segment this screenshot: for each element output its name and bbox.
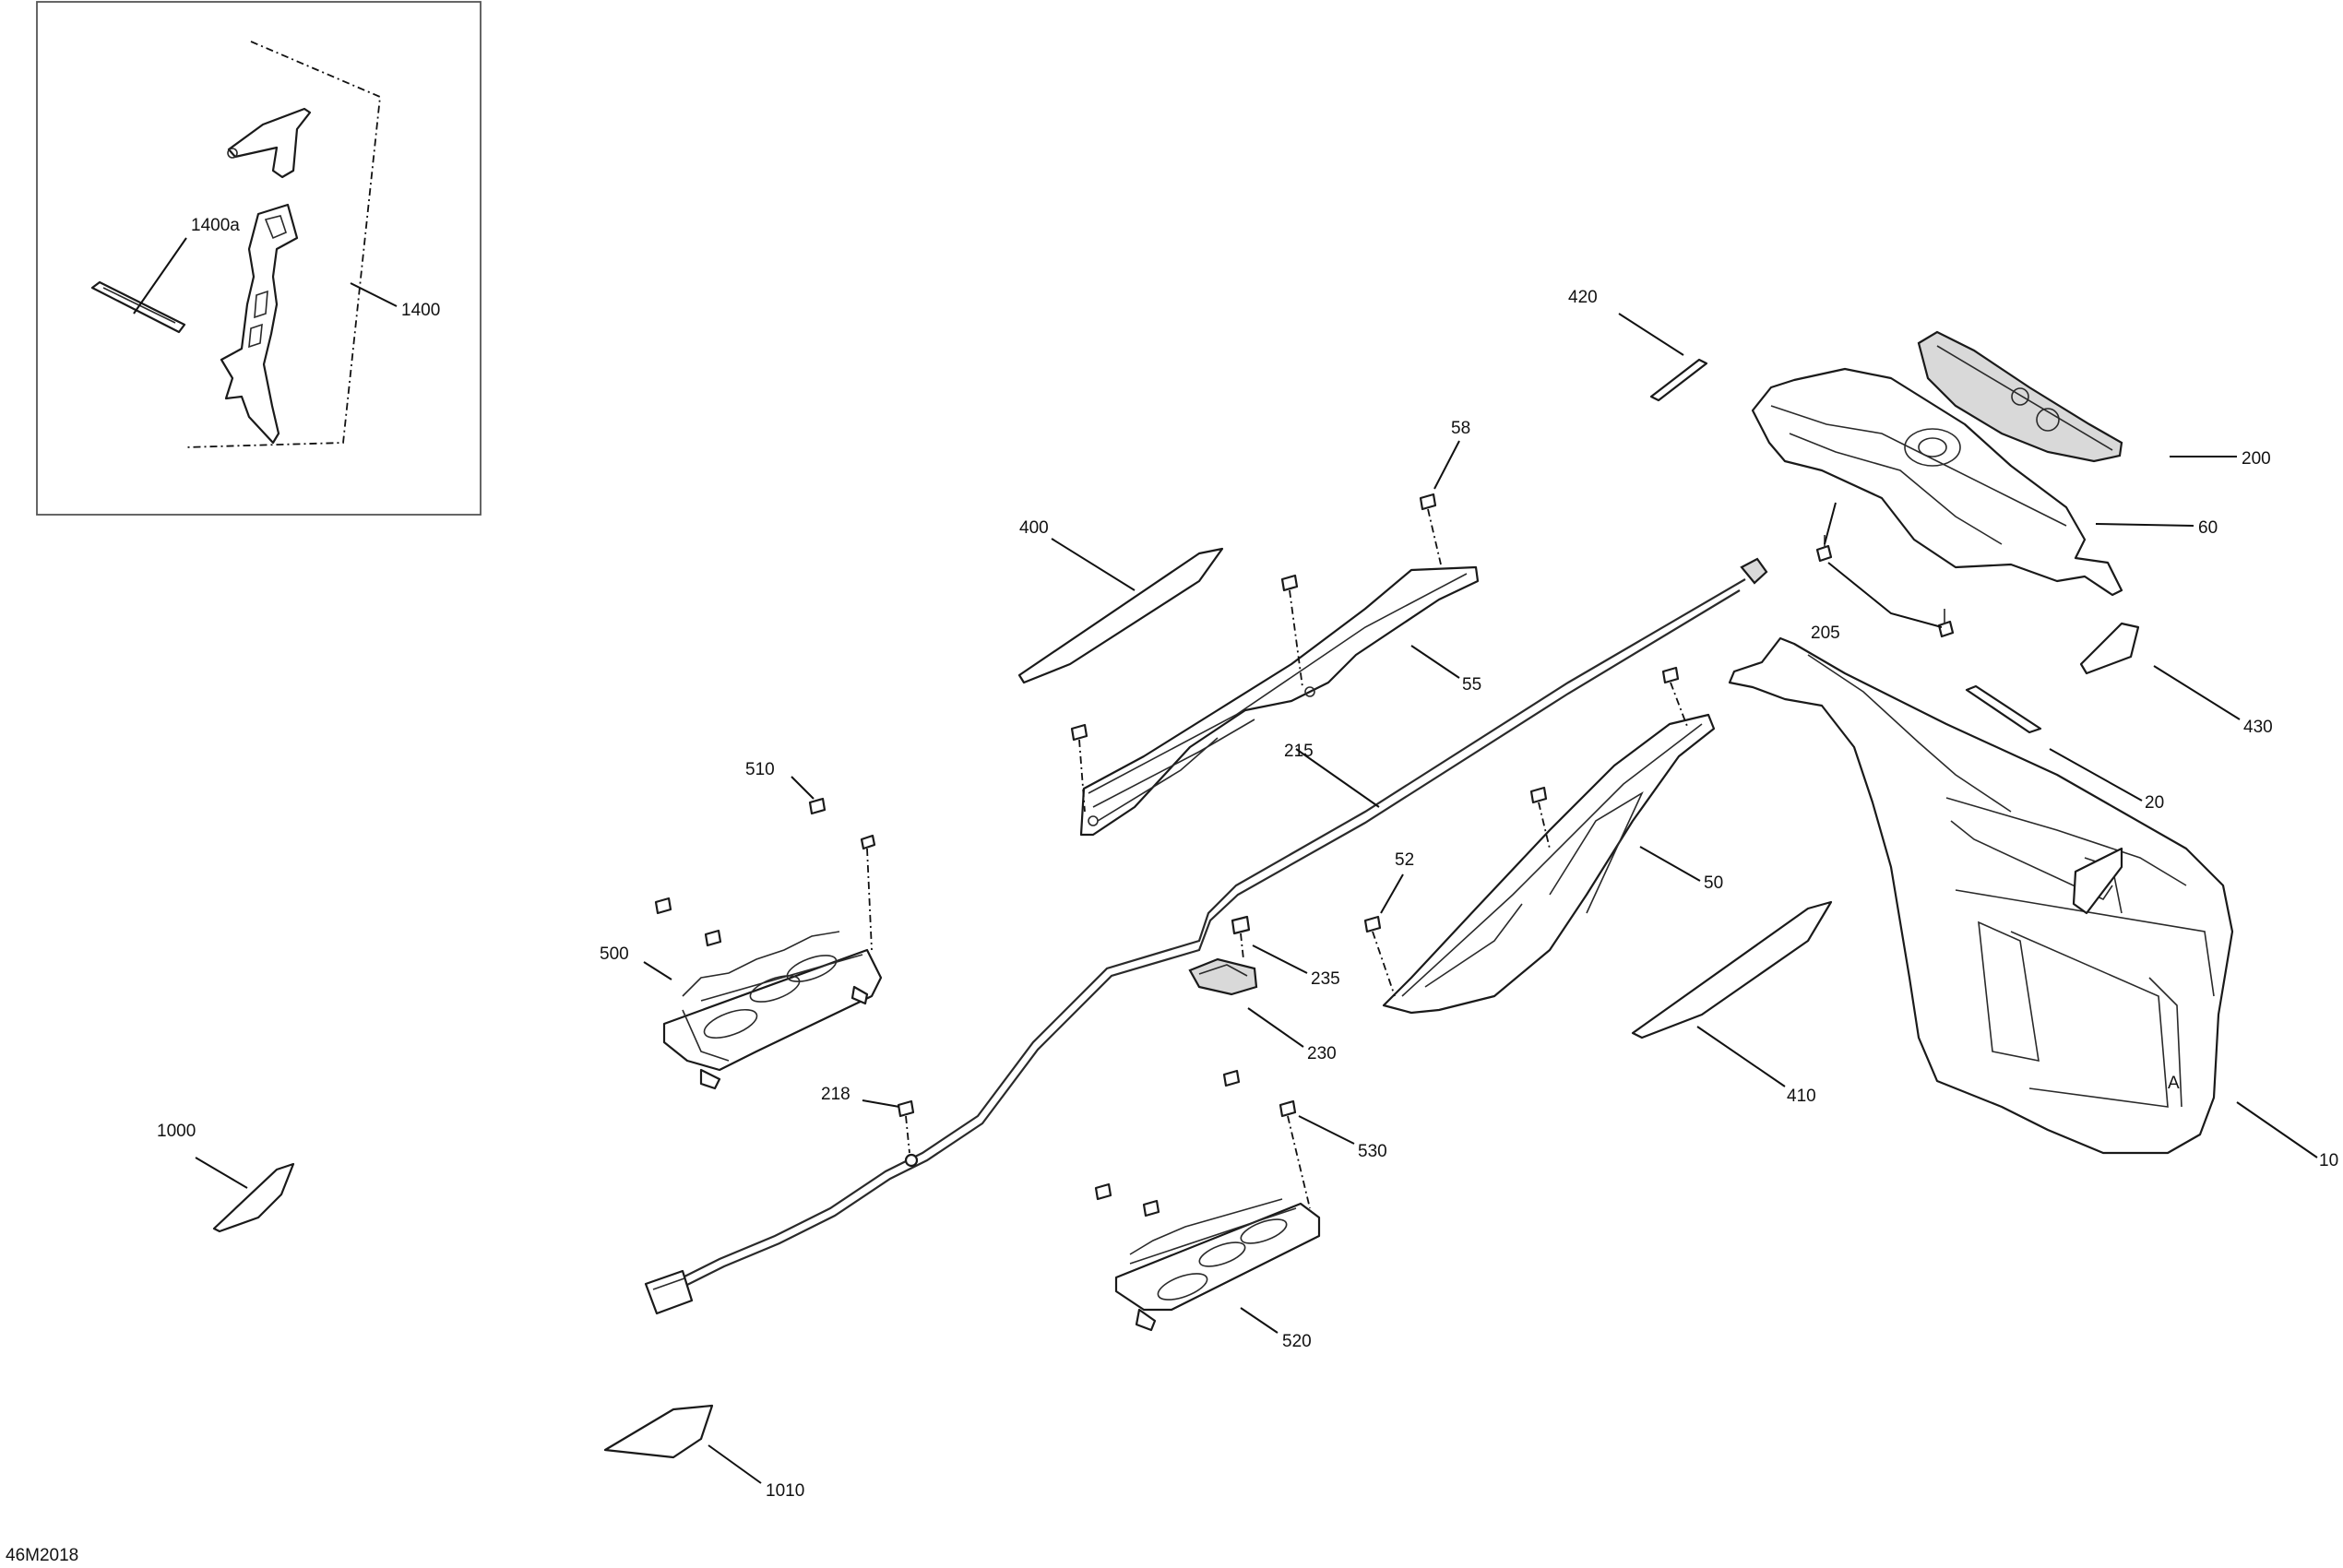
- callout-520: 520: [1282, 1332, 1312, 1351]
- callout-235: 235: [1311, 969, 1340, 989]
- callout-1400: 1400: [401, 301, 440, 320]
- callout-1010: 1010: [766, 1481, 804, 1501]
- decal-part-410: 410: [1631, 900, 1833, 1106]
- callout-1000: 1000: [157, 1122, 196, 1141]
- clip-parts-52: 52: [1363, 666, 1689, 997]
- decal-part-1000: 1000: [157, 1122, 295, 1233]
- screw-part-218: 218: [821, 1085, 915, 1154]
- callout-52: 52: [1395, 850, 1414, 870]
- side-panel-part-50: 50: [1382, 713, 1723, 1015]
- rear-body-panel-part-10: A 10: [1728, 636, 2338, 1170]
- footrest-part-520: 520: [1114, 1198, 1321, 1351]
- decal-part-400: 400: [1017, 518, 1224, 684]
- tool-kit-inset: 1400a 1400: [36, 1, 482, 516]
- gauge-housing-part-60: 60: [1751, 367, 2218, 597]
- callout-205: 205: [1811, 624, 1840, 643]
- screw-part-235: 235: [1231, 915, 1340, 989]
- screw-parts-530: 530: [1094, 1069, 1387, 1218]
- callout-20: 20: [2145, 793, 2164, 813]
- clip-parts-58: 58: [1070, 419, 1470, 813]
- footrest-part-500: 500: [600, 931, 883, 1090]
- callout-55: 55: [1462, 675, 1481, 695]
- decal-letter-a: A: [2168, 1074, 2180, 1093]
- hook-tool-part: [227, 107, 312, 179]
- callout-410: 410: [1787, 1087, 1816, 1106]
- wiring-harness-part-215: 215: [644, 557, 1768, 1315]
- callout-218: 218: [821, 1085, 850, 1104]
- callout-60: 60: [2198, 518, 2218, 538]
- gauge-display-part-200: 200: [1917, 330, 2271, 469]
- screw-parts-205: 205: [1811, 502, 1955, 643]
- callout-215: 215: [1284, 742, 1314, 761]
- callout-58: 58: [1451, 419, 1470, 438]
- callout-430: 430: [2243, 718, 2273, 737]
- callout-420: 420: [1568, 288, 1598, 307]
- decal-part-420: 420: [1568, 288, 1708, 402]
- callout-500: 500: [600, 944, 629, 964]
- figure-code: 46M2018: [6, 1546, 78, 1565]
- wrench-part-1400: [220, 203, 299, 445]
- side-panel-part-55: 55: [1079, 565, 1481, 837]
- decal-part-1010: 1010: [603, 1404, 804, 1501]
- callout-400: 400: [1019, 518, 1049, 538]
- callout-230: 230: [1307, 1044, 1337, 1063]
- decal-part-20: 20: [1965, 684, 2164, 813]
- callout-530: 530: [1358, 1142, 1387, 1161]
- bracket-part-230: 230: [1188, 957, 1337, 1063]
- callout-50: 50: [1704, 873, 1723, 893]
- callout-10: 10: [2319, 1151, 2338, 1170]
- callout-200: 200: [2242, 449, 2271, 469]
- callout-1400a: 1400a: [191, 216, 240, 235]
- callout-510: 510: [745, 760, 775, 779]
- screw-parts-510: 510: [654, 760, 876, 951]
- decal-part-430: 430: [2079, 622, 2273, 737]
